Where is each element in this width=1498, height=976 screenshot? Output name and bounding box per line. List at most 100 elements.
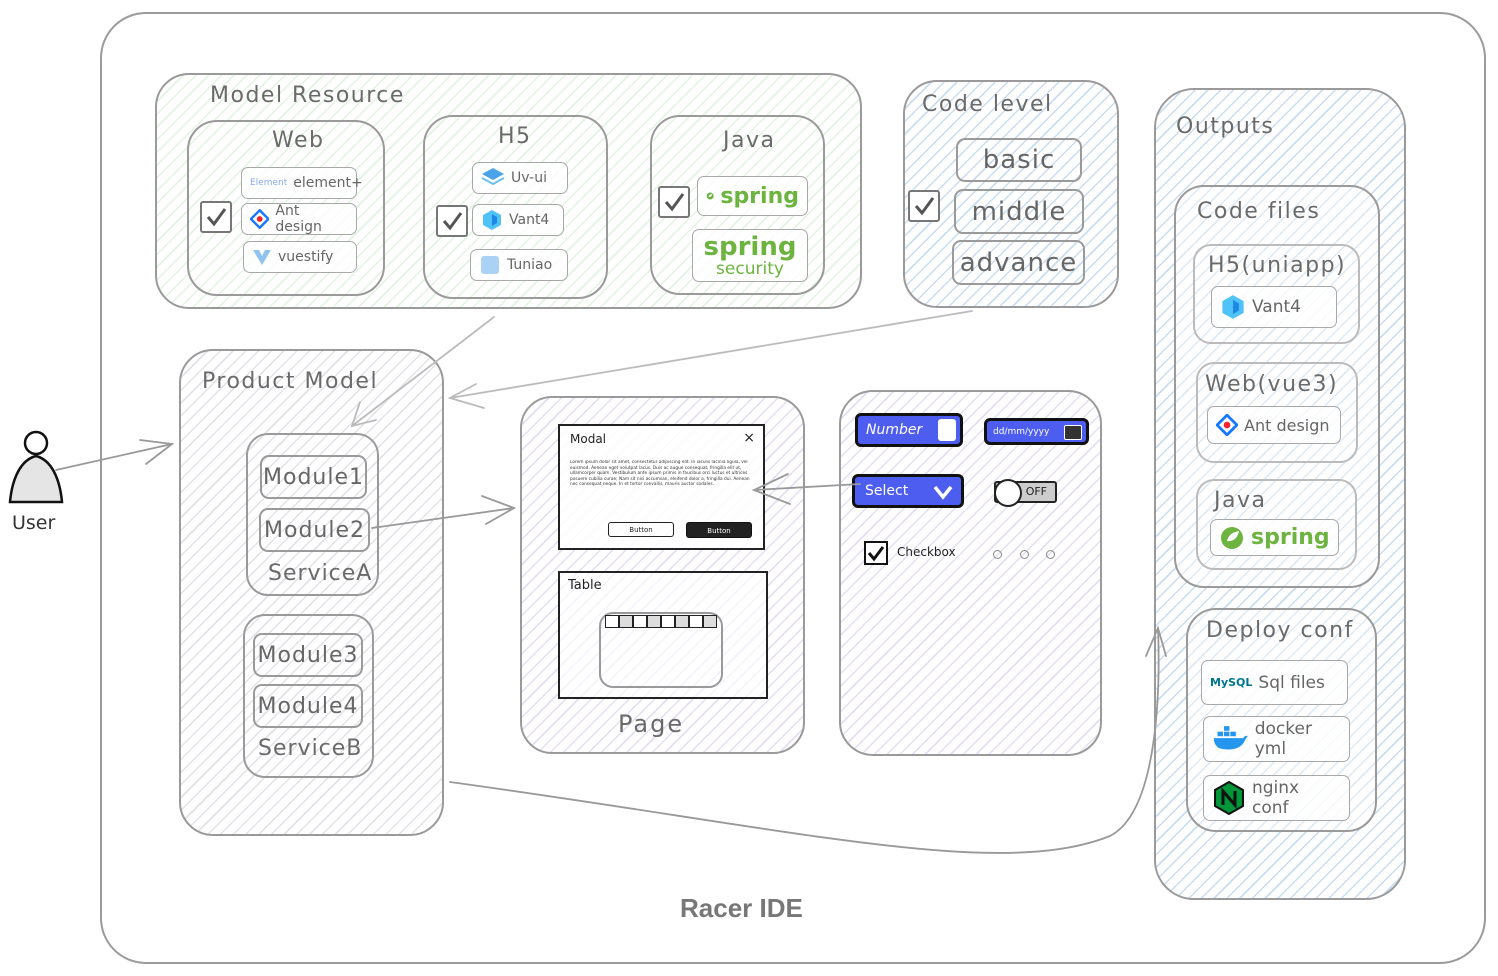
- ant-design-output-chip[interactable]: Ant design: [1207, 406, 1341, 444]
- vant4-chip[interactable]: Vant4: [472, 204, 564, 236]
- level-basic-button[interactable]: basic: [956, 138, 1082, 182]
- element-plus-chip[interactable]: Element element+: [241, 167, 363, 199]
- select-dropdown[interactable]: Select: [852, 474, 964, 508]
- web-group: [187, 120, 385, 296]
- number-label: Number: [866, 422, 923, 438]
- spring-output-chip[interactable]: spring: [1210, 519, 1339, 556]
- h5-output-group: [1193, 244, 1360, 344]
- vant4-output-label: Vant4: [1252, 297, 1301, 317]
- web-output-title: Web(vue3): [1205, 372, 1339, 397]
- table-header-cells: [605, 615, 717, 628]
- ant-design-output-label: Ant design: [1244, 415, 1330, 435]
- spring-security-word2: security: [716, 258, 784, 279]
- docker-yml-label: docker yml: [1254, 719, 1312, 759]
- module4-button[interactable]: Module4: [253, 684, 363, 728]
- ant-design-chip[interactable]: Ant design: [241, 203, 357, 235]
- date-input[interactable]: dd/mm/yyyy: [984, 418, 1089, 445]
- spring-leaf-icon: [706, 192, 714, 200]
- module3-button[interactable]: Module3: [253, 633, 363, 677]
- service-b-group: [243, 614, 374, 778]
- service-b-label: ServiceB: [258, 736, 363, 761]
- toggle-switch[interactable]: OFF: [994, 479, 1057, 507]
- spring-security-chip[interactable]: spring security: [692, 229, 808, 282]
- h5-checkbox[interactable]: [436, 205, 468, 237]
- spring-label: spring: [720, 183, 799, 209]
- sql-files-chip[interactable]: MySQL Sql files: [1201, 660, 1348, 705]
- docker-whale-icon: [1213, 726, 1248, 750]
- sql-files-label: Sql files: [1258, 672, 1325, 693]
- code-level-title: Code level: [922, 92, 1053, 117]
- deploy-conf-title: Deploy conf: [1206, 618, 1354, 643]
- mysql-logo-icon: MySQL: [1210, 676, 1253, 689]
- java-output-title: Java: [1214, 488, 1267, 513]
- spring-chip[interactable]: spring: [697, 176, 808, 216]
- user-actor: [6, 430, 66, 510]
- calendar-icon[interactable]: [1064, 425, 1082, 440]
- tuniao-chip[interactable]: Tuniao: [470, 249, 568, 281]
- level-middle-button[interactable]: middle: [954, 189, 1084, 234]
- web-output-group: [1196, 362, 1358, 463]
- java-group: [650, 115, 825, 295]
- element-plus-label: element+: [293, 175, 363, 191]
- user-icon: [8, 430, 64, 504]
- toggle-label: OFF: [1025, 485, 1047, 498]
- model-resource-title: Model Resource: [210, 83, 405, 108]
- table-title: Table: [568, 578, 602, 593]
- spring-leaf-icon: [1221, 526, 1243, 549]
- date-placeholder: dd/mm/yyyy: [993, 426, 1050, 437]
- nginx-icon: [1213, 781, 1244, 815]
- toggle-knob: [994, 479, 1022, 507]
- spring-security-word1: spring: [703, 231, 797, 262]
- user-label: User: [12, 512, 56, 534]
- radio-dots[interactable]: [993, 550, 1055, 560]
- modal-body-text: Lorem ipsum dolor sit amet, consectetur …: [570, 460, 750, 487]
- service-a-label: ServiceA: [268, 561, 373, 586]
- uv-ui-icon: [481, 168, 505, 186]
- ide-title: Racer IDE: [680, 893, 803, 923]
- page-label: Page: [618, 710, 685, 738]
- uv-ui-label: Uv-ui: [511, 170, 547, 186]
- ide-frame: [100, 12, 1486, 964]
- modal-title: Modal: [570, 432, 606, 446]
- modal-mockup: Modal × Lorem ipsum dolor sit amet, cons…: [558, 424, 765, 550]
- vant4-label: Vant4: [509, 212, 550, 228]
- uv-ui-chip[interactable]: Uv-ui: [472, 162, 568, 194]
- ant-design-icon: [250, 209, 270, 229]
- nginx-conf-chip[interactable]: nginx conf: [1203, 775, 1350, 821]
- modal-close-icon[interactable]: ×: [743, 430, 755, 446]
- vant-icon: [1222, 295, 1244, 319]
- demo-checkbox[interactable]: [864, 541, 888, 565]
- vant4-output-chip[interactable]: Vant4: [1211, 286, 1337, 328]
- h5-group: [423, 115, 608, 299]
- docker-yml-chip[interactable]: docker yml: [1203, 716, 1350, 762]
- vuetify-icon: [253, 250, 271, 265]
- outputs-title: Outputs: [1176, 114, 1275, 139]
- element-logo-icon: Element: [250, 178, 288, 188]
- ant-design-label: Ant design: [275, 203, 322, 235]
- web-checkbox[interactable]: [200, 201, 232, 233]
- tuniao-label: Tuniao: [507, 257, 553, 273]
- select-label: Select: [865, 483, 909, 499]
- ant-design-icon: [1216, 414, 1238, 436]
- number-input[interactable]: Number: [855, 413, 963, 447]
- nginx-conf-label: nginx conf: [1251, 778, 1300, 818]
- vuestify-chip[interactable]: vuestify: [243, 241, 357, 273]
- module2-button[interactable]: Module2: [259, 508, 370, 552]
- h5-output-title: H5(uniapp): [1208, 253, 1347, 278]
- level-advance-button[interactable]: advance: [952, 240, 1085, 285]
- stepper-icon[interactable]: [938, 419, 956, 441]
- module1-button[interactable]: Module1: [260, 455, 367, 499]
- h5-title: H5: [498, 124, 532, 149]
- code-files-title: Code files: [1197, 199, 1321, 224]
- java-title: Java: [723, 128, 776, 153]
- product-model-title: Product Model: [202, 369, 379, 394]
- modal-button-primary[interactable]: Button: [686, 522, 752, 538]
- checkbox-label: Checkbox: [897, 545, 956, 559]
- vant-icon: [483, 210, 501, 230]
- code-level-checkbox[interactable]: [908, 190, 940, 222]
- java-checkbox[interactable]: [658, 186, 690, 218]
- modal-button-secondary[interactable]: Button: [608, 522, 674, 537]
- java-output-group: [1196, 479, 1357, 570]
- chevron-down-icon: [933, 485, 953, 500]
- spring-output-label: spring: [1251, 525, 1330, 550]
